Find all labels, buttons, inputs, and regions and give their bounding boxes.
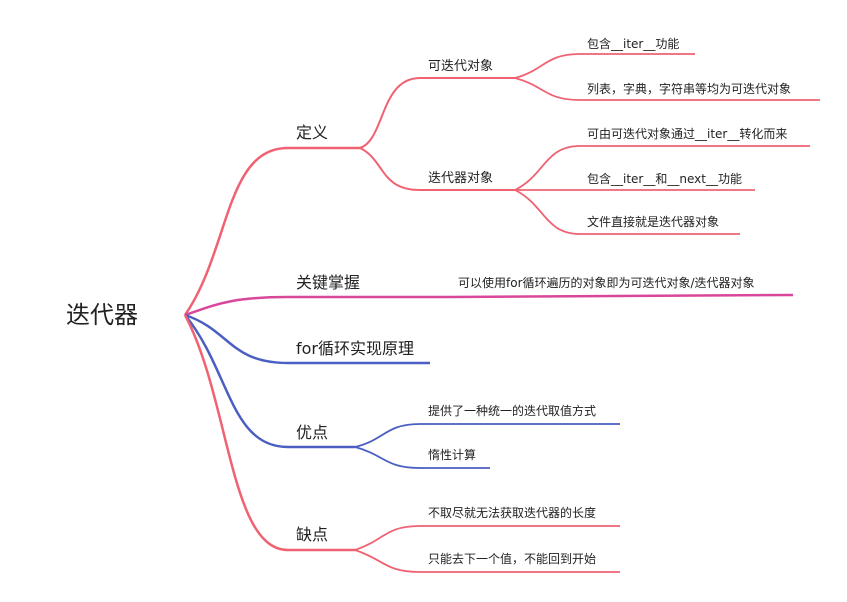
node-disadvantages-item-2[interactable]: 只能去下一个值，不能回到开始 [428, 552, 597, 566]
link-advantages-item-2 [354, 446, 490, 469]
node-iterable[interactable]: 可迭代对象 [428, 59, 494, 74]
link-root-advantages [184, 314, 355, 449]
link-iterator-item-1 [514, 145, 810, 191]
node-key[interactable]: 关键掌握 [296, 273, 361, 292]
link-root-disadvantages [183, 314, 355, 552]
node-iterable-item-1[interactable]: 包含__iter__功能 [587, 37, 680, 51]
link-root-definition [183, 146, 360, 316]
root-node[interactable]: 迭代器 [66, 301, 138, 329]
link-definition-iterable [359, 77, 515, 149]
node-for-loop[interactable]: for循环实现原理 [296, 339, 415, 358]
link-iterable-item-2 [514, 77, 820, 101]
link-disadvantages-item-1 [354, 525, 620, 551]
node-iterable-item-2[interactable]: 列表，字典，字符串等均为可迭代对象 [587, 82, 792, 96]
node-key-item-1[interactable]: 可以使用for循环遍历的对象即为可迭代对象/迭代器对象 [458, 276, 755, 290]
link-root-key [184, 293, 794, 317]
node-disadvantages[interactable]: 缺点 [296, 525, 329, 544]
node-iterator-item-3[interactable]: 文件直接就是迭代器对象 [587, 215, 720, 229]
link-iterator-item-3 [514, 189, 740, 235]
node-advantages-item-1[interactable]: 提供了一种统一的迭代取值方式 [428, 404, 597, 418]
node-disadvantages-item-1[interactable]: 不取尽就无法获取迭代器的长度 [428, 506, 597, 520]
node-iterator-item-2[interactable]: 包含__iter__和__next__功能 [587, 172, 742, 186]
link-advantages-item-1 [354, 423, 620, 448]
node-definition[interactable]: 定义 [296, 123, 329, 142]
node-iterator[interactable]: 迭代器对象 [428, 171, 494, 186]
node-advantages-item-2[interactable]: 惰性计算 [428, 448, 477, 462]
link-disadvantages-item-2 [354, 549, 620, 573]
link-iterable-item-1 [514, 53, 695, 79]
link-definition-iterator [359, 147, 515, 191]
link-root-for-loop [184, 313, 430, 365]
node-advantages[interactable]: 优点 [296, 423, 329, 442]
node-iterator-item-1[interactable]: 可由可迭代对象通过__iter__转化而来 [587, 127, 788, 141]
